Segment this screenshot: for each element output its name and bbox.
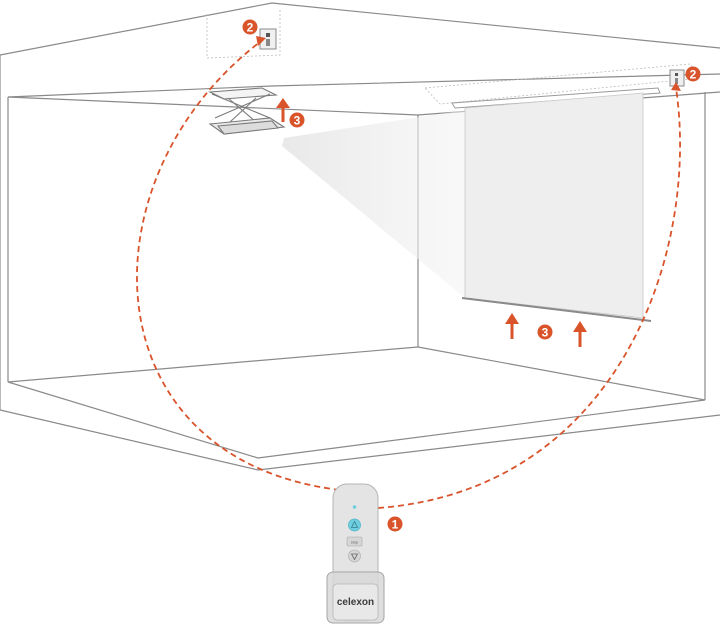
arrow-up-icon	[510, 322, 514, 339]
signal-arrowhead-right	[671, 82, 681, 91]
screen-surface	[464, 92, 644, 319]
badge-circle	[685, 66, 701, 82]
back-left-top	[7, 96, 419, 116]
badge-circle	[537, 324, 553, 340]
badge-number: 3	[294, 114, 301, 128]
up-triangle-icon	[350, 520, 359, 528]
remote-stop-button	[346, 536, 363, 547]
remote-down-button	[348, 549, 361, 563]
projector-lift-icon	[207, 87, 286, 135]
step-badge-receiver-right: 2	[685, 66, 701, 82]
floor-front-left	[7, 381, 259, 459]
screen-up-arrow-left	[505, 313, 519, 339]
lift-scissor-3	[227, 97, 257, 123]
lift-projector	[216, 120, 280, 135]
screen-bottom-bar	[461, 297, 652, 322]
badge-number: 2	[247, 21, 254, 35]
receiver-slot	[266, 39, 270, 46]
projection-screen	[461, 92, 652, 322]
arrow-up-head	[573, 321, 587, 332]
recess-right	[424, 63, 701, 105]
ceiling-recess-outlines	[206, 8, 701, 105]
screen-housing	[451, 87, 661, 109]
step-badge-remote: 1	[387, 516, 403, 532]
lift-scissor-1	[211, 93, 271, 119]
holder-front-panel	[332, 583, 379, 621]
wall-receiver-right	[669, 69, 685, 87]
ceiling-inner-edge	[7, 73, 720, 98]
remote-up-button	[348, 518, 361, 532]
badge-number: 2	[690, 68, 697, 82]
lift-up-arrow	[276, 98, 290, 122]
step-badge-receiver-left: 2	[242, 19, 258, 35]
lift-scissor-4	[229, 97, 257, 123]
ceiling-outer-edge	[0, 2, 720, 56]
badge-circle	[387, 516, 403, 532]
stop-button-label: stop	[351, 540, 359, 545]
badge-circle	[289, 112, 305, 128]
screen-up-arrow-right	[573, 321, 587, 347]
signal-paths	[136, 41, 681, 509]
projection-beam	[282, 110, 465, 298]
floor-outer-edge	[0, 409, 720, 471]
floor-back-left	[7, 346, 419, 383]
step-badge-lift: 3	[289, 112, 305, 128]
remote-brand-label: celexon	[337, 597, 374, 608]
arrow-up-icon	[578, 330, 582, 347]
arrow-up-icon	[281, 106, 285, 122]
screen-cassette	[451, 87, 661, 109]
signal-arrowhead-left	[256, 36, 266, 46]
receiver-slot	[675, 78, 678, 84]
badge-number: 3	[542, 326, 549, 340]
recess-left	[206, 8, 281, 59]
signal-path-right	[377, 87, 681, 509]
signal-path-left	[136, 41, 341, 491]
floor-back-right	[417, 346, 706, 401]
floor-front-right	[257, 399, 706, 459]
badge-number: 1	[392, 518, 399, 532]
badge-circle	[242, 19, 258, 35]
step-badge-screen: 3	[537, 324, 553, 340]
arrow-up-head	[276, 98, 290, 108]
remote-led	[352, 505, 357, 509]
receiver-led	[266, 33, 270, 37]
remote-control-icon: stop celexon	[326, 483, 385, 624]
lift-scissor-2	[214, 93, 271, 119]
receiver-led	[675, 73, 678, 76]
down-triangle-icon	[350, 553, 359, 561]
arrow-up-head	[505, 313, 519, 324]
